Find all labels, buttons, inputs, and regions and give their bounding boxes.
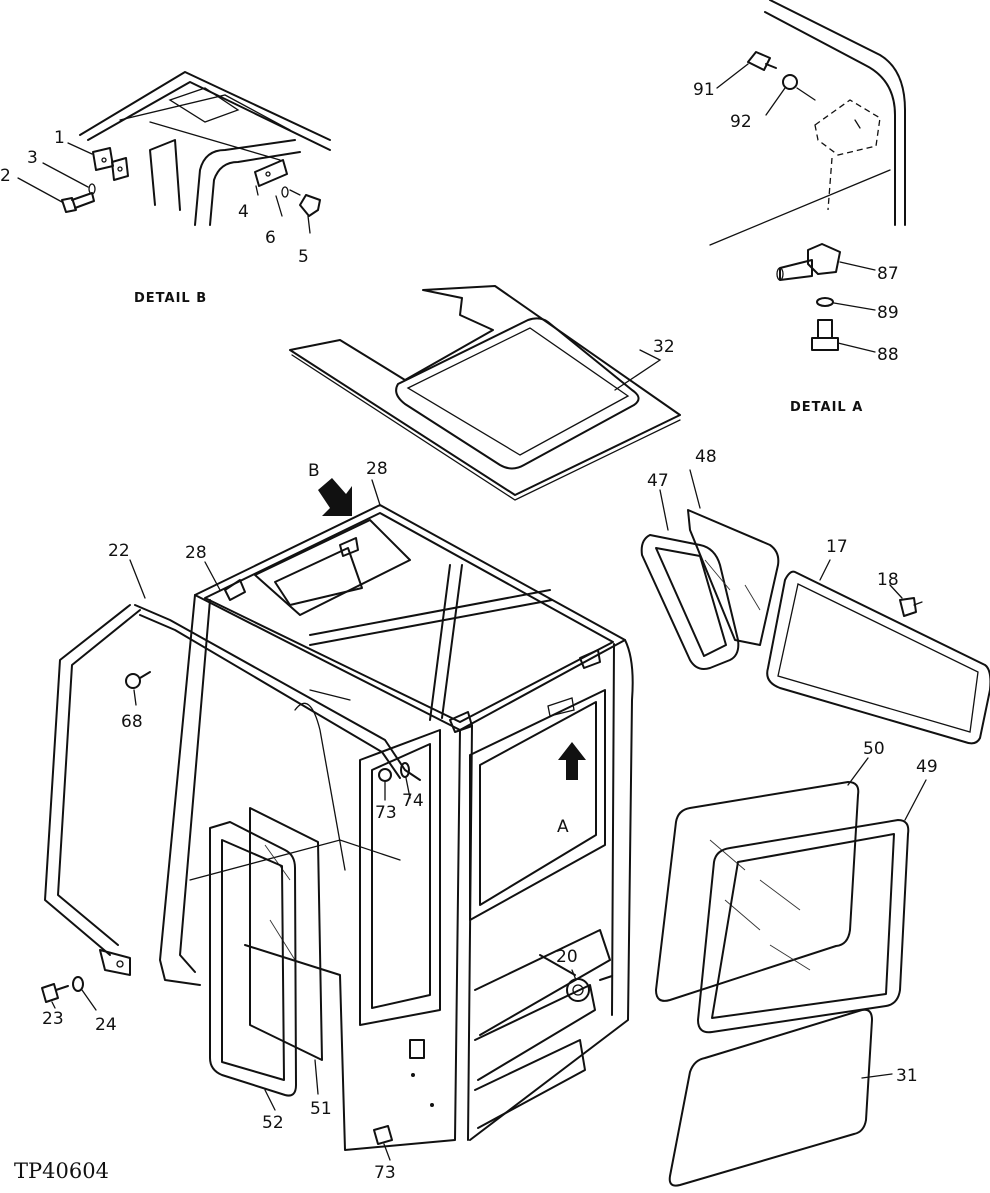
roof-panel-32 (289, 285, 681, 501)
callout-51: 51 (310, 1099, 332, 1119)
washer-24 (72, 976, 84, 992)
detail-b-frame (79, 71, 331, 226)
detail-a-nut-92 (782, 74, 798, 90)
callout-2: 2 (0, 166, 11, 186)
window-seal-47 (640, 534, 740, 670)
detail-a-pin-87 (776, 243, 841, 281)
window-seal-49 (697, 819, 910, 1034)
window-glass-51 (249, 807, 323, 1061)
arrow-b-label: B (308, 461, 320, 481)
callout-92: 92 (730, 112, 752, 132)
callout-5: 5 (298, 247, 309, 267)
callout-28-top: 28 (366, 459, 388, 479)
window-seal-52 (209, 821, 297, 1097)
cab-frame (159, 504, 634, 1151)
callout-68: 68 (121, 712, 143, 732)
panel-31 (668, 1008, 873, 1187)
callout-52: 52 (262, 1113, 284, 1133)
arrow-a-label: A (557, 817, 569, 837)
detail-a-frame (709, 0, 906, 246)
window-glass-17 (766, 570, 990, 745)
detail-b-group (17, 71, 331, 234)
handrail-22 (44, 604, 421, 976)
callout-91: 91 (693, 80, 715, 100)
detail-a-bolt-91 (747, 51, 777, 71)
callout-73-upper: 73 (375, 803, 397, 823)
bolt-68 (125, 671, 151, 689)
window-glass-50 (655, 781, 860, 1002)
callout-28-left: 28 (185, 543, 207, 563)
callout-1: 1 (54, 128, 65, 148)
leader-lines (51, 349, 927, 1161)
callout-18: 18 (877, 570, 899, 590)
callout-50: 50 (863, 739, 885, 759)
callout-4: 4 (238, 202, 249, 222)
callout-47: 47 (647, 471, 669, 491)
detail-a-label: DETAIL A (790, 400, 863, 415)
detail-a-bracket (814, 99, 881, 211)
window-glass-48 (687, 509, 780, 646)
detail-a-group (709, 0, 906, 353)
bolt-73-lower (373, 1125, 393, 1145)
view-arrow-a (558, 742, 586, 780)
detail-b-bolt-2 (61, 183, 96, 213)
detail-a-washer-89 (816, 297, 834, 307)
callout-31: 31 (896, 1066, 918, 1086)
callout-23: 23 (42, 1009, 64, 1029)
callout-22: 22 (108, 541, 130, 561)
callout-labels: 1 2 3 4 5 6 DETAIL B 91 92 87 89 88 DETA… (0, 80, 938, 1183)
callout-74: 74 (402, 791, 424, 811)
callout-20: 20 (556, 947, 578, 967)
view-arrow-b (318, 478, 352, 516)
callout-32: 32 (653, 337, 675, 357)
callout-48: 48 (695, 447, 717, 467)
figure-id: TP40604 (14, 1159, 109, 1183)
callout-87: 87 (877, 264, 899, 284)
clip-18 (899, 597, 923, 617)
callout-73-lower: 73 (374, 1163, 396, 1183)
callout-49: 49 (916, 757, 938, 777)
callout-6: 6 (265, 228, 276, 248)
callout-89: 89 (877, 303, 899, 323)
grommet-20 (539, 954, 613, 1002)
bolt-23 (41, 983, 69, 1003)
washer-74 (400, 762, 410, 778)
detail-b-plate-1 (92, 147, 129, 181)
detail-b-plate-4 (254, 159, 288, 187)
bolt-73-upper (378, 768, 392, 782)
callout-88: 88 (877, 345, 899, 365)
callout-24: 24 (95, 1015, 117, 1035)
callout-3: 3 (27, 148, 38, 168)
detail-b-bolt-5 (281, 186, 321, 217)
detail-b-label: DETAIL B (134, 291, 207, 306)
callout-17: 17 (826, 537, 848, 557)
detail-a-bolt-88 (811, 319, 839, 351)
